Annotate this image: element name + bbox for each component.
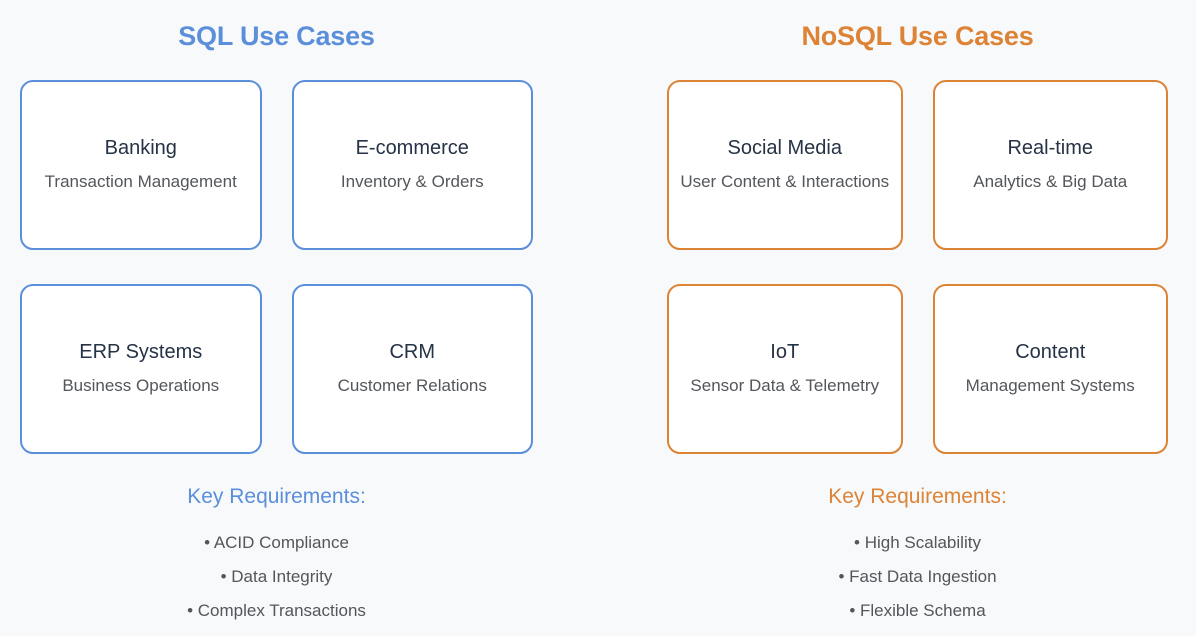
list-item: • Data Integrity: [220, 567, 333, 586]
use-case-card-real-time[interactable]: Real-time Analytics & Big Data: [932, 80, 1168, 250]
use-case-card-e-commerce[interactable]: E-commerce Inventory & Orders: [291, 80, 533, 250]
panel-sql-cards-grid: Banking Transaction Management E-commerc…: [20, 80, 533, 454]
card-title: Content: [1015, 341, 1086, 363]
list-item: • Flexible Schema: [849, 601, 986, 620]
use-case-card-iot[interactable]: IoT Sensor Data & Telemetry: [667, 284, 903, 454]
panel-sql: SQL Use Cases Banking Transaction Manage…: [0, 0, 553, 636]
card-subtitle: Business Operations: [62, 376, 220, 395]
use-case-card-banking[interactable]: Banking Transaction Management: [20, 80, 262, 250]
card-subtitle: Analytics & Big Data: [973, 172, 1128, 191]
panel-sql-title: SQL Use Cases: [178, 21, 375, 51]
list-item: • Fast Data Ingestion: [838, 567, 997, 586]
card-title: CRM: [389, 341, 436, 363]
panel-nosql-key-requirements: Key Requirements: • High Scalability • F…: [667, 484, 1168, 628]
key-requirements-heading: Key Requirements:: [187, 485, 366, 508]
card-title: IoT: [770, 341, 800, 363]
use-case-card-social-media[interactable]: Social Media User Content & Interactions: [667, 80, 903, 250]
card-title: Real-time: [1007, 137, 1094, 159]
panel-nosql-cards-grid: Social Media User Content & Interactions…: [667, 80, 1168, 454]
card-title: Banking: [104, 137, 177, 159]
use-case-card-crm[interactable]: CRM Customer Relations: [291, 284, 533, 454]
card-subtitle: User Content & Interactions: [680, 172, 890, 191]
list-item: • High Scalability: [854, 533, 981, 552]
panel-sql-key-requirements: Key Requirements: • ACID Compliance • Da…: [20, 484, 533, 628]
key-requirements-list: • ACID Compliance • Data Integrity • Com…: [20, 526, 533, 628]
card-subtitle: Management Systems: [965, 376, 1135, 395]
use-case-card-content[interactable]: Content Management Systems: [932, 284, 1168, 454]
card-subtitle: Customer Relations: [337, 376, 487, 395]
key-requirements-list: • High Scalability • Fast Data Ingestion…: [667, 526, 1168, 628]
card-title: Social Media: [727, 137, 842, 159]
card-subtitle: Sensor Data & Telemetry: [690, 376, 880, 395]
card-title: E-commerce: [355, 137, 469, 159]
list-item: • ACID Compliance: [204, 533, 349, 552]
panel-nosql-title: NoSQL Use Cases: [801, 21, 1034, 51]
use-case-card-erp-systems[interactable]: ERP Systems Business Operations: [20, 284, 262, 454]
panel-nosql: NoSQL Use Cases Social Media User Conten…: [553, 0, 1196, 636]
card-subtitle: Transaction Management: [44, 172, 237, 191]
card-subtitle: Inventory & Orders: [340, 172, 484, 191]
list-item: • Complex Transactions: [187, 601, 366, 620]
card-title: ERP Systems: [79, 341, 203, 363]
key-requirements-heading: Key Requirements:: [828, 485, 1007, 508]
